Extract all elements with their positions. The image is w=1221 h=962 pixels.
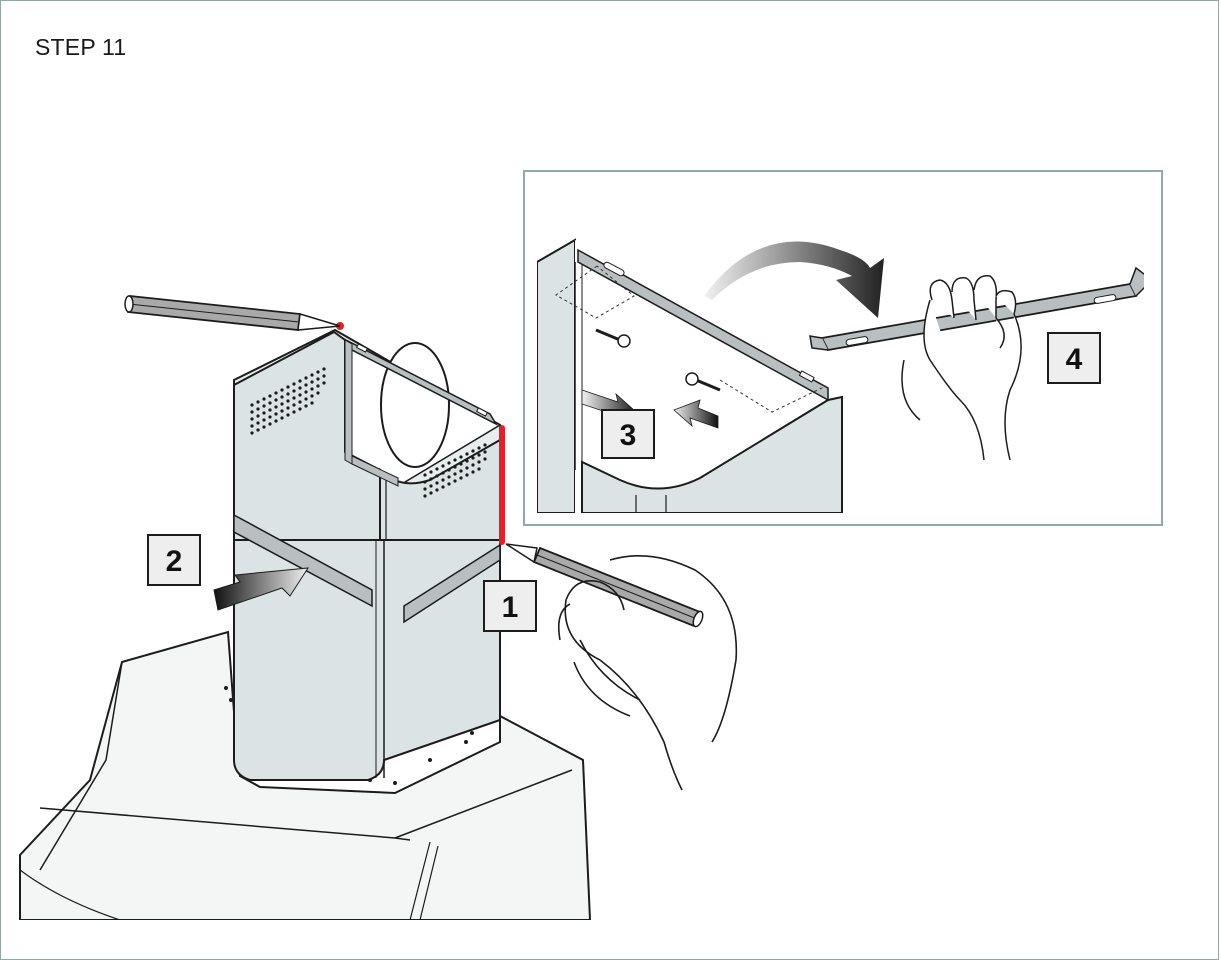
step-title: STEP 11: [35, 34, 127, 60]
callout-1-label: 1: [502, 591, 519, 624]
hand-icon: [557, 555, 738, 791]
bracket-icon: [809, 266, 1144, 352]
callout-2: 2: [147, 534, 201, 586]
chimney-duct: [233, 322, 505, 781]
callout-1: 1: [483, 580, 537, 632]
hand-icon: [901, 275, 1022, 461]
callout-3-label: 3: [620, 419, 637, 452]
callout-4: 4: [1047, 332, 1101, 384]
screw-icon: [685, 372, 721, 392]
callout-2-label: 2: [166, 545, 183, 578]
arrow-icon: [213, 567, 309, 611]
callout-4-label: 4: [1066, 343, 1083, 376]
callout-3: 3: [601, 409, 655, 459]
inset-panel: 3 4: [523, 170, 1163, 526]
pencil-icon: [505, 543, 704, 628]
vent-holes-left: [250, 367, 326, 435]
vent-holes-right: [423, 443, 487, 498]
curved-arrow-icon: [704, 241, 884, 318]
screw-icon: [595, 328, 631, 348]
pencil-icon: [124, 295, 341, 331]
arrow-icon: [673, 399, 719, 429]
